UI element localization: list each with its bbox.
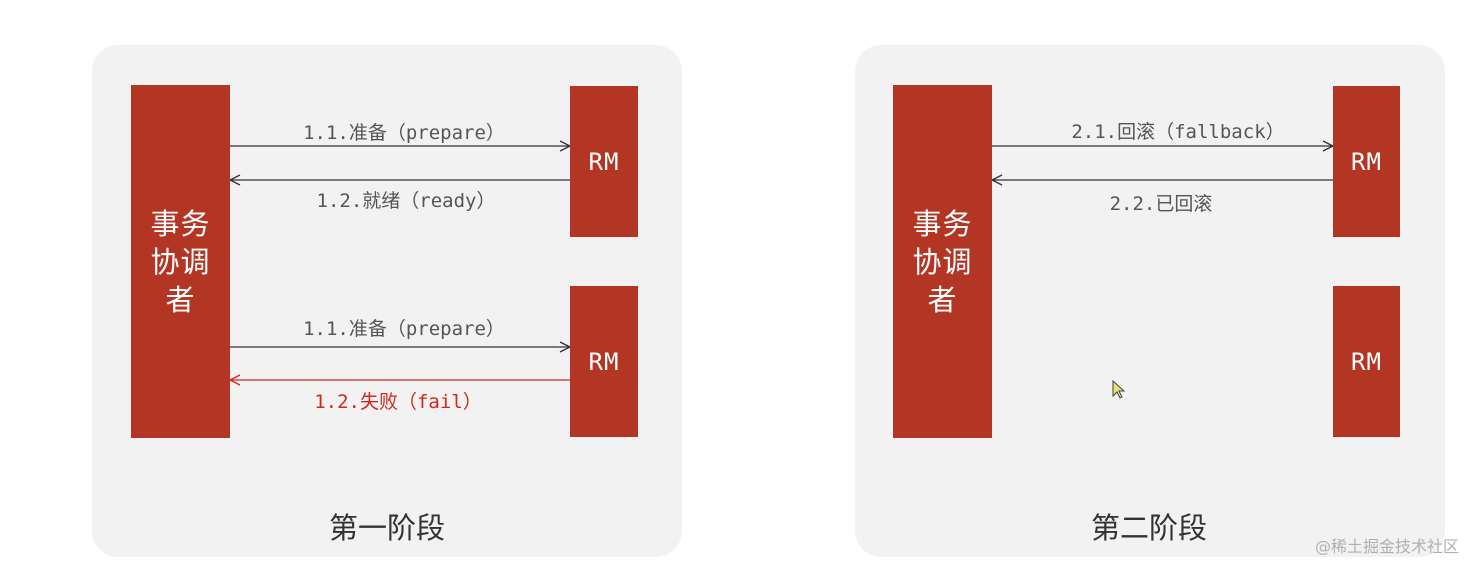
phase2-coordinator-box: 事务协调者 [893,85,992,438]
phase1-rm-top-label: RM [588,147,620,176]
phase2-title: 第二阶段 [1090,511,1208,545]
phase2-msg-fallback: 2.1.回滚（fallback） [1071,121,1285,143]
mouse-pointer-icon [1112,380,1126,399]
phase1-msg-prepare-1: 1.1.准备（prepare） [303,122,505,144]
phase2-rm-bottom-box: RM [1333,286,1400,437]
phase1-coordinator-label: 事务协调者 [150,206,211,317]
phase1-coordinator-box: 事务协调者 [131,85,230,438]
phase1-title: 第一阶段 [328,511,446,545]
phase1-msg-ready: 1.2.就绪（ready） [316,190,496,212]
phase2-coordinator-label: 事务协调者 [912,206,973,317]
phase2-rm-top-box: RM [1333,86,1400,237]
phase1-rm-bottom-label: RM [588,347,620,376]
phase1-rm-top-box: RM [570,86,638,237]
watermark: @稀土掘金技术社区 [1314,537,1459,556]
phase1-msg-fail: 1.2.失败（fail） [314,391,482,413]
phase1-msg-prepare-2: 1.1.准备（prepare） [303,318,505,340]
phase2-rm-bottom-label: RM [1351,347,1382,376]
phase2-msg-rolled-back: 2.2.已回滚 [1109,193,1213,215]
phase2-rm-top-label: RM [1351,147,1382,176]
phase1-rm-bottom-box: RM [570,286,638,437]
